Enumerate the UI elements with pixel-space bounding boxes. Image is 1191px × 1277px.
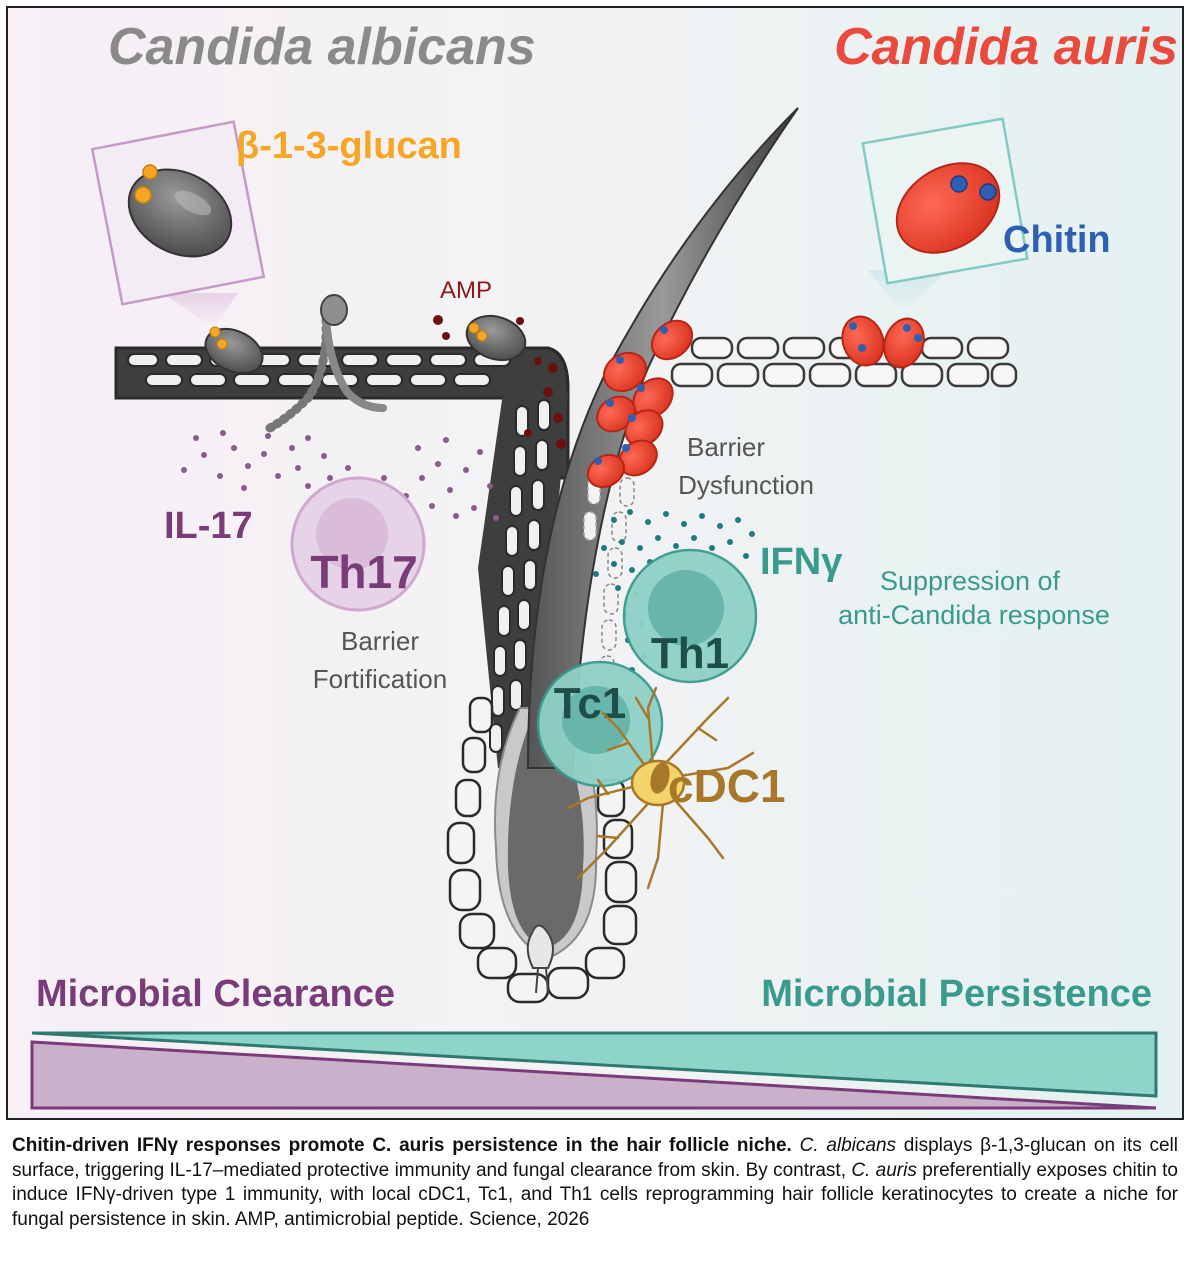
- amp-label: AMP: [440, 277, 492, 304]
- il17-label: IL-17: [164, 505, 253, 547]
- th17-label: Th17: [310, 546, 417, 598]
- ifng-label: IFNγ: [760, 541, 842, 583]
- chitin-label: Chitin: [1003, 219, 1111, 261]
- auris-magnifier: [861, 117, 1029, 313]
- albicans-epidermis: [114, 346, 570, 768]
- figure-caption: Chitin-driven IFNγ responses promote C. …: [12, 1134, 1178, 1232]
- diagram-canvas: Candida albicans Candida auris β-1-3-glu…: [8, 8, 1182, 1118]
- caption-part: preferentially exposes chitin to induce …: [12, 1159, 1178, 1230]
- cdc1-cell: [566, 686, 755, 890]
- microbial-clearance-label: Microbial Clearance: [36, 973, 395, 1015]
- hair-bulb: [507, 728, 584, 948]
- albicans-cells-surface: [204, 294, 527, 433]
- hair-follicle-bulb: [446, 696, 638, 1004]
- title-candida-albicans: Candida albicans: [108, 18, 536, 76]
- auris-cells-cluster: [586, 315, 925, 489]
- clearance-wedge: [30, 1040, 1157, 1110]
- barrier-dysfunction-line1: Barrier: [687, 432, 765, 462]
- dermal-papilla: [526, 924, 554, 969]
- il17-dots: [181, 430, 499, 521]
- caption-part-italic: C. auris: [851, 1159, 917, 1181]
- th17-cell: [290, 476, 426, 612]
- glucan-label: β-1-3-glucan: [236, 125, 462, 167]
- caption-bold: Chitin-driven IFNγ responses promote C. …: [12, 1135, 792, 1156]
- title-candida-auris: Candida auris: [834, 18, 1178, 76]
- suppression-line2: anti-Candida response: [838, 600, 1110, 630]
- cdc1-nucleus: [650, 762, 670, 794]
- figure-panel: Candida albicans Candida auris β-1-3-glu…: [6, 6, 1184, 1120]
- suppression-line1: Suppression of: [880, 566, 1061, 596]
- albicans-magnifier: [90, 120, 266, 328]
- tc1-label: Tc1: [554, 679, 627, 728]
- caption-part: displays β-1,3-glucan on its cell surfac…: [12, 1135, 1179, 1181]
- barrier-fortification-line1: Barrier: [341, 626, 419, 656]
- caption-part: [792, 1135, 800, 1156]
- microbial-persistence-label: Microbial Persistence: [761, 973, 1152, 1015]
- barrier-dysfunction-line2: Dysfunction: [678, 470, 814, 500]
- th1-cell: [622, 548, 758, 684]
- cdc1-label: cDC1: [668, 760, 786, 812]
- th1-label: Th1: [651, 629, 729, 678]
- persistence-wedge: [31, 1031, 1158, 1098]
- caption-part-italic: C. albicans: [799, 1135, 897, 1156]
- tc1-cell: [536, 660, 664, 788]
- amp-dots: [433, 315, 566, 449]
- barrier-fortification-line2: Fortification: [313, 664, 447, 694]
